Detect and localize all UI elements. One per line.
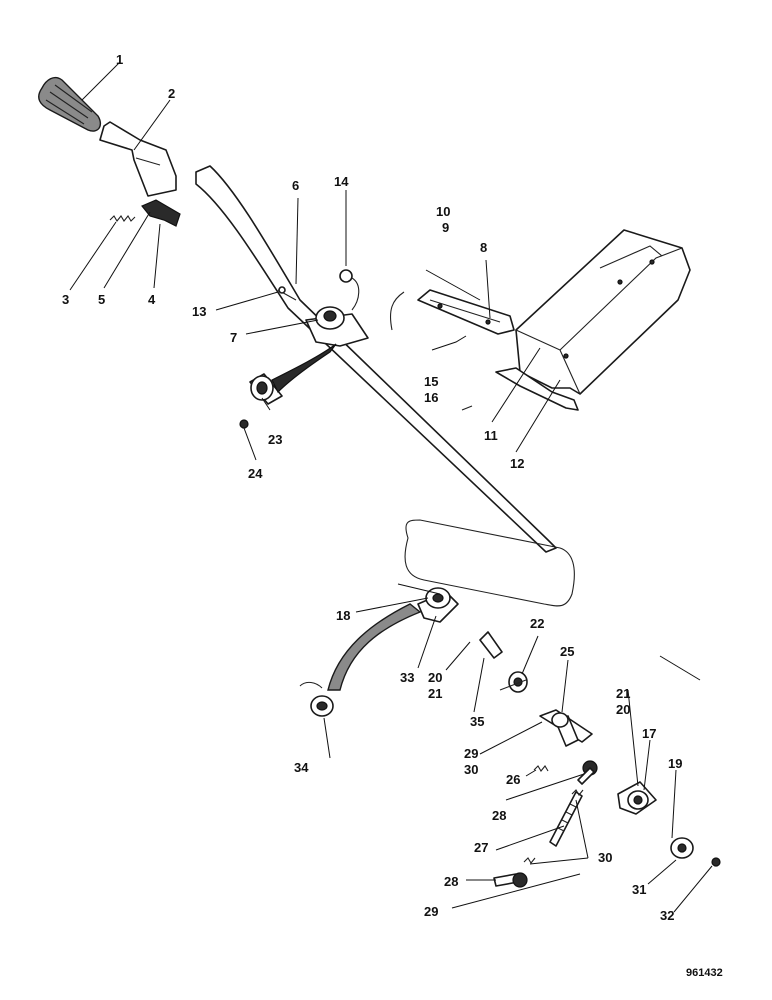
cap-part	[670, 837, 694, 859]
relay-lever-part	[539, 709, 593, 747]
leader-lines	[69, 61, 713, 913]
callout-2: 2	[168, 86, 175, 101]
spring-part	[109, 215, 136, 222]
callout-9: 9	[442, 220, 449, 235]
small-spring-30-part	[523, 789, 584, 864]
callout-20-b: 20	[616, 702, 630, 717]
callout-1: 1	[116, 52, 123, 67]
callout-25: 25	[560, 644, 574, 659]
callout-28-b: 28	[444, 874, 458, 889]
callout-20-a: 20	[428, 670, 442, 685]
callout-30-a: 30	[464, 762, 478, 777]
callout-19: 19	[668, 756, 682, 771]
grommet-curve	[299, 681, 323, 689]
callout-21-b: 21	[616, 686, 630, 701]
sleeve-part	[249, 343, 337, 405]
callout-13: 13	[192, 304, 206, 319]
callout-14: 14	[334, 174, 349, 189]
callout-4: 4	[148, 292, 156, 307]
callout-11: 11	[484, 428, 498, 443]
pawl-part	[141, 199, 181, 227]
callout-27: 27	[474, 840, 488, 855]
lever-arm-part	[99, 121, 177, 197]
callout-34: 34	[294, 760, 309, 775]
callout-21-a: 21	[428, 686, 442, 701]
callout-8: 8	[480, 240, 487, 255]
callout-23: 23	[268, 432, 282, 447]
bracket-part	[417, 289, 515, 335]
small-spring-part	[533, 765, 549, 772]
callout-26: 26	[506, 772, 520, 787]
callout-7: 7	[230, 330, 237, 345]
nut-part	[239, 419, 249, 429]
callout-18: 18	[336, 608, 350, 623]
mounting-channel-part	[495, 229, 691, 411]
rear-flange-part	[617, 781, 657, 815]
callout-6: 6	[292, 178, 299, 193]
callout-15: 15	[424, 374, 438, 389]
pivot-plate-part	[305, 306, 369, 347]
clip-part	[339, 269, 360, 311]
grip-part	[38, 76, 102, 132]
callout-35: 35	[470, 714, 484, 729]
callout-22: 22	[530, 616, 544, 631]
clevis-part	[499, 671, 528, 693]
figure-code: 961432	[686, 967, 723, 979]
callout-24: 24	[248, 466, 263, 481]
callout-32: 32	[660, 908, 674, 923]
callout-3: 3	[62, 292, 69, 307]
callout-17: 17	[642, 726, 656, 741]
ball-joint-upper-part	[577, 760, 598, 785]
callout-28-a: 28	[492, 808, 506, 823]
lower-flange-part	[327, 587, 459, 691]
callout-30-b: 30	[598, 850, 612, 865]
phantom-outline	[389, 291, 575, 607]
ball-joint-lower-part	[493, 872, 528, 888]
callout-5: 5	[98, 292, 105, 307]
pin-part	[461, 405, 473, 411]
callout-29-a: 29	[464, 746, 478, 761]
grommet-part	[310, 695, 334, 717]
callout-33: 33	[400, 670, 414, 685]
cap-nut-part	[711, 857, 721, 867]
handbrake-rod-part	[195, 165, 557, 553]
callout-labels: 1 2 3 5 4 6 14 13 7 10 9 8 15 16 11 12 2…	[62, 52, 723, 979]
bolt-part	[277, 286, 297, 301]
dowel-part	[479, 631, 503, 659]
callout-10: 10	[436, 204, 450, 219]
callout-16: 16	[424, 390, 438, 405]
callout-31: 31	[632, 882, 646, 897]
callout-29-b: 29	[424, 904, 438, 919]
callout-12: 12	[510, 456, 524, 471]
threaded-rod-part	[549, 791, 583, 847]
